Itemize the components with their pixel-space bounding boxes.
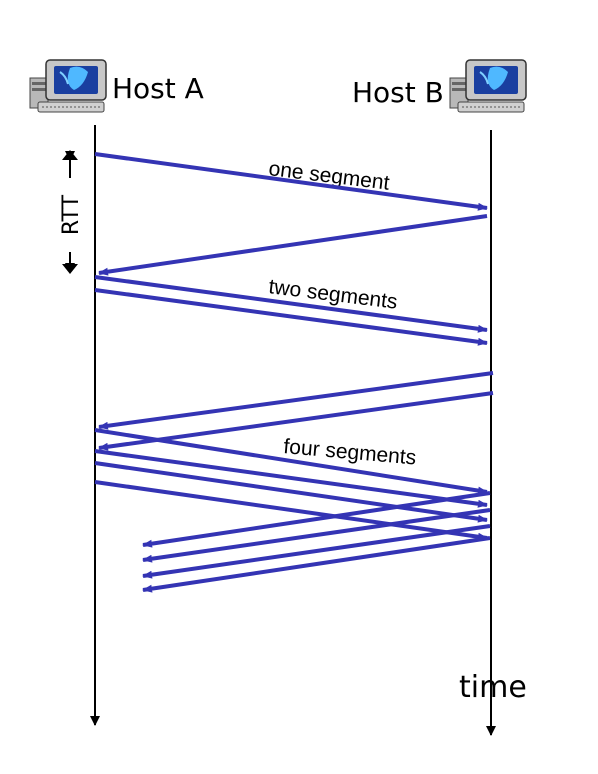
segment-3d [94,480,488,541]
one-segment-label: one segment [267,157,390,195]
ack-2b [98,391,494,451]
rtt-label: RTT [59,194,84,235]
host-a-computer-icon [29,59,107,113]
time-label: time [459,670,527,705]
segment-3a [94,428,488,495]
ack-2a [98,371,494,430]
segment-2b [94,288,488,346]
ack-3a [142,491,491,548]
host-a-label: Host A [112,72,204,105]
segment-3c [94,461,488,523]
ack-3d [142,536,491,593]
ack-3b [142,508,491,563]
host-b-computer-icon [449,59,527,113]
host-b-label: Host B [352,76,444,109]
ack-1 [98,214,488,276]
segment-2a [94,275,488,333]
segment-1 [94,152,488,211]
rtt-indicator: RTT [59,150,84,274]
ack-3c [142,524,491,579]
segment-3b [94,449,488,508]
